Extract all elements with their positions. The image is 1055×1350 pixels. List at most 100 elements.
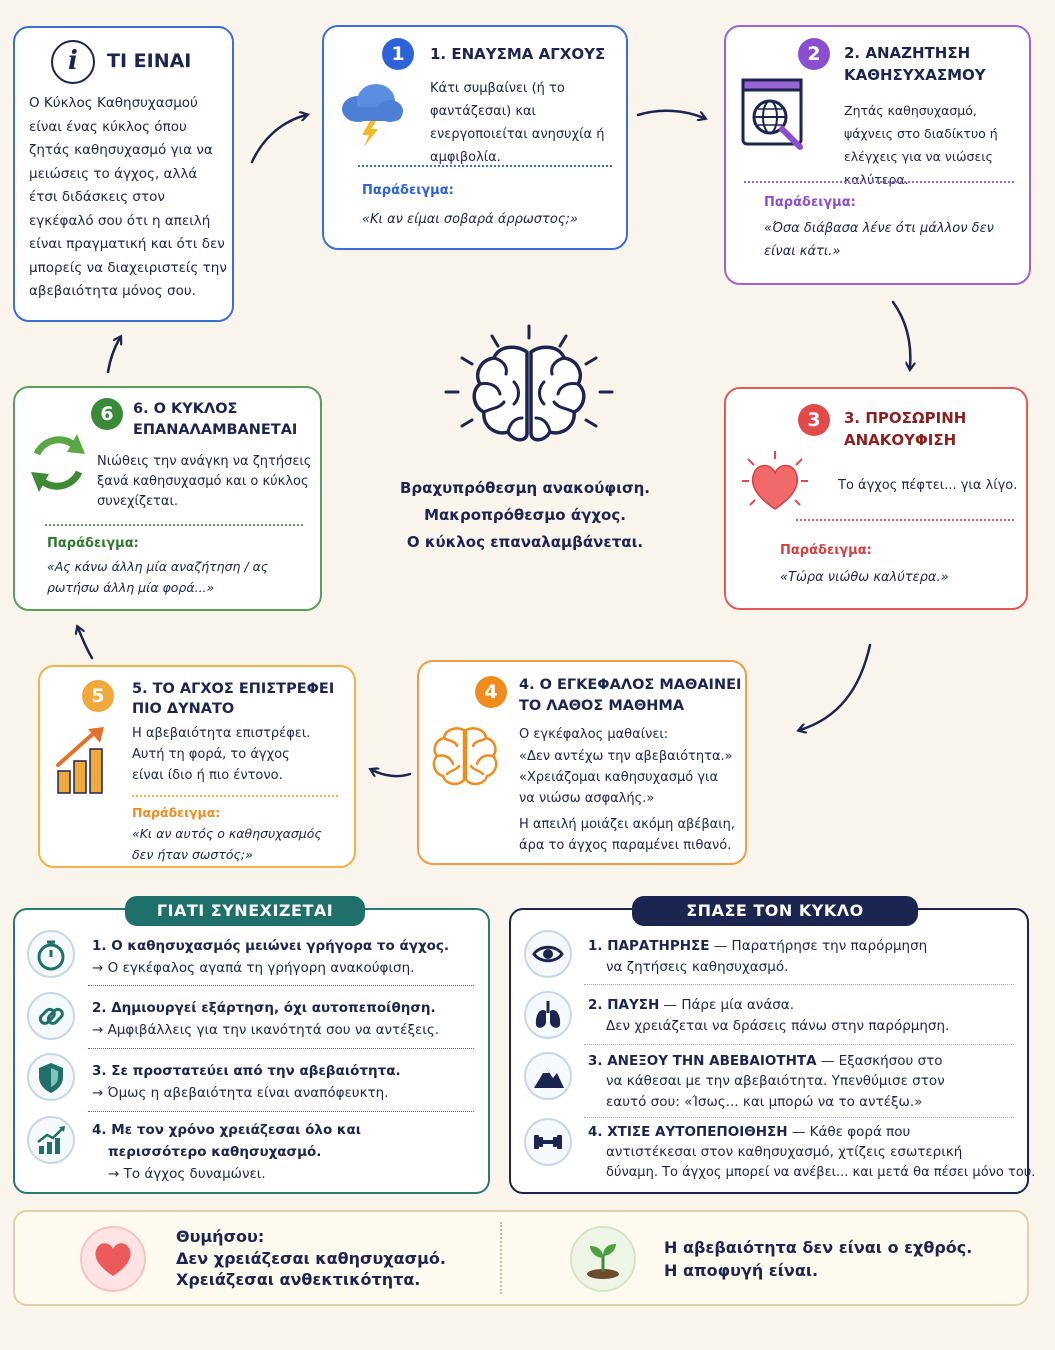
footer-uncertainty-line-2: Η αποφυγή είναι. xyxy=(664,1261,819,1280)
web-search-icon xyxy=(741,78,803,150)
break-item-2-line-1: 2. ΠΑΥΣΗ — Πάρε μία ανάσα. xyxy=(588,994,794,1016)
shield-icon xyxy=(27,1053,75,1101)
why-item-1-sub: → Ο εγκέφαλος αγαπά τη γρήγορη ανακούφισ… xyxy=(92,960,415,976)
step-6-divider xyxy=(45,524,303,526)
break-separator-2 xyxy=(584,1044,1014,1045)
step-4-badge: 4 xyxy=(475,676,507,708)
footer-reminder-line-1: Δεν χρειάζεσαι καθησυχασμό. xyxy=(176,1249,446,1268)
step-1-example: «Κι αν είμαι σοβαρά άρρωστος;» xyxy=(362,212,578,227)
why-item-1-title: 1. Ο καθησυχασμός μειώνει γρήγορα το άγχ… xyxy=(92,938,450,954)
break-item-2-rest: — Πάρε μία ανάσα. xyxy=(659,997,794,1013)
why-item-4-sub: → Το άγχος δυναμώνει. xyxy=(108,1166,266,1182)
mountain-icon xyxy=(524,1052,572,1100)
step-6-badge: 6 xyxy=(91,398,123,430)
footer-uncertainty-line-1: Η αβεβαιότητα δεν είναι ο εχθρός. xyxy=(664,1238,973,1257)
what-is-text: Ο Κύκλος Καθησυχασμού είναι ένας κύκλος … xyxy=(29,95,227,299)
storm-cloud-icon xyxy=(342,84,403,147)
cycle-arrows-icon xyxy=(31,434,85,492)
step-1-title: 1. ΕΝΑΥΣΜΑ ΑΓΧΟΥΣ xyxy=(430,45,606,63)
footer-reminder-label: Θυμήσου: xyxy=(176,1227,265,1246)
lungs-icon xyxy=(524,991,572,1039)
step-6-example-label: Παράδειγμα: xyxy=(47,536,139,551)
step-5-example: «Κι αν αυτός ο καθησυχασμός δεν ήταν σωσ… xyxy=(132,826,322,862)
why-separator-1 xyxy=(88,985,474,986)
step-1-badge: 1 xyxy=(382,38,414,70)
dumbbell-icon xyxy=(524,1118,572,1166)
heart-icon xyxy=(742,451,808,510)
break-item-1-heading: 1. ΠΑΡΑΤΗΡΗΣΕ xyxy=(588,938,710,954)
step-2-text: Ζητάς καθησυχασμό, ψάχνεις στο διαδίκτυο… xyxy=(844,103,998,187)
break-item-4-heading: 4. ΧΤΙΣΕ ΑΥΤΟΠΕΠΟΙΘΗΣΗ xyxy=(588,1124,788,1140)
break-item-4-line-2: αντιστέκεσαι στον καθησυχασμό, χτίζεις ε… xyxy=(606,1144,963,1160)
step-3-example-label: Παράδειγμα: xyxy=(780,543,872,558)
why-separator-2 xyxy=(88,1048,474,1049)
step-1-divider xyxy=(358,165,612,167)
why-item-4-title-2: περισσότερο καθησυχασμό. xyxy=(108,1144,322,1160)
what-is-card: i ΤΙ ΕΙΝΑΙ Ο Κύκλος Καθησυχασμού είναι έ… xyxy=(13,26,234,322)
step-3-text: Το άγχος πέφτει... για λίγο. xyxy=(838,478,1018,493)
center-line-3: Ο κύκλος επαναλαμβάνεται. xyxy=(406,533,644,551)
break-item-4-rest: — Κάθε φορά που xyxy=(787,1124,911,1140)
step-3-divider xyxy=(796,519,1014,521)
step-4-title: 4. Ο ΕΓΚΕΦΑΛΟΣ ΜΑΘΑΙΝΕΙ ΤΟ ΛΑΘΟΣ ΜΑΘΗΜΑ xyxy=(519,677,742,714)
step-6-title: 6. Ο ΚΥΚΛΟΣ ΕΠΑΝΑΛΑΜΒΑΝΕΤΑΙ xyxy=(133,401,298,438)
step-6-card: 6 6. Ο ΚΥΚΛΟΣ ΕΠΑΝΑΛΑΜΒΑΝΕΤΑΙ Νιώθεις τη… xyxy=(13,386,322,611)
footer-divider xyxy=(500,1222,502,1294)
why-continues-header: ΓΙΑΤΙ ΣΥΝΕΧΙΖΕΤΑΙ xyxy=(125,896,365,926)
break-item-4-line-1: 4. ΧΤΙΣΕ ΑΥΤΟΠΕΠΟΙΘΗΣΗ — Κάθε φορά που xyxy=(588,1121,910,1143)
why-item-2-title: 2. Δημιουργεί εξάρτηση, όχι αυτοπεποίθησ… xyxy=(92,1000,436,1016)
what-is-title: ΤΙ ΕΙΝΑΙ xyxy=(107,50,192,72)
why-item-2-sub: → Αμφιβάλλεις για την ικανότητά σου να α… xyxy=(92,1022,440,1038)
footer-heart-icon xyxy=(80,1226,146,1292)
step-4-text-4: Η απειλή μοιάζει ακόμη αβέβαιη, άρα το ά… xyxy=(519,817,735,853)
step-4-text-2: «Δεν αντέχω την αβεβαιότητα.» xyxy=(519,749,733,764)
step-3-badge: 3 xyxy=(798,404,830,436)
break-item-1-line-1: 1. ΠΑΡΑΤΗΡΗΣΕ — Παρατήρησε την παρόρμηση xyxy=(588,935,927,957)
step-2-title: 2. ΑΝΑΖΗΤΗΣΗ ΚΑΘΗΣΥΧΑΣΜΟΥ xyxy=(844,44,986,84)
step-3-example: «Τώρα νιώθω καλύτερα.» xyxy=(780,570,949,585)
why-item-3-title: 3. Σε προστατεύει από την αβεβαιότητα. xyxy=(92,1063,401,1079)
step-4-text-1: Ο εγκέφαλος μαθαίνει: xyxy=(519,727,669,742)
step-4-text-3: «Χρειάζομαι καθησυχασμό για να νιώσω ασφ… xyxy=(519,770,719,806)
growth-chart-icon xyxy=(27,1116,75,1164)
step-5-text: Η αβεβαιότητα επιστρέφει. Αυτή τη φορά, … xyxy=(132,726,311,783)
center-line-1: Βραχυπρόθεσμη ανακούφιση. xyxy=(399,479,651,497)
break-item-3-heading: 3. ΑΝΕΞΟΥ ΤΗΝ ΑΒΕΒΑΙΟΤΗΤΑ xyxy=(588,1053,817,1069)
step-2-divider xyxy=(744,181,1014,183)
stopwatch-icon xyxy=(27,930,75,978)
why-item-3-sub: → Όμως η αβεβαιότητα είναι αναπόφευκτη. xyxy=(92,1085,389,1101)
sprout-icon xyxy=(570,1226,636,1292)
why-item-4-title: 4. Με τον χρόνο χρειάζεσαι όλο και xyxy=(92,1122,362,1138)
step-4-card: 4 4. Ο ΕΓΚΕΦΑΛΟΣ ΜΑΘΑΙΝΕΙ ΤΟ ΛΑΘΟΣ ΜΑΘΗΜ… xyxy=(417,660,747,865)
why-continues-panel xyxy=(13,908,490,1194)
break-item-3-line-2: να κάθεσαι με την αβεβαιότητα. Υπενθύμισ… xyxy=(606,1073,945,1089)
break-item-1-rest: — Παρατήρησε την παρόρμηση xyxy=(709,938,928,954)
step-2-example: «Όσα διάβασα λένε ότι μάλλον δεν είναι κ… xyxy=(764,221,994,259)
break-item-3-rest: — Εξασκήσου στο xyxy=(816,1053,943,1069)
why-separator-3 xyxy=(88,1111,474,1112)
break-item-3-line-1: 3. ΑΝΕΞΟΥ ΤΗΝ ΑΒΕΒΑΙΟΤΗΤΑ — Εξασκήσου στ… xyxy=(588,1050,943,1072)
brain-icon xyxy=(444,324,614,442)
step-5-example-label: Παράδειγμα: xyxy=(132,805,221,820)
break-cycle-panel xyxy=(509,908,1029,1194)
break-item-4-line-3: δύναμη. Το άγχος μπορεί να ανέβει... και… xyxy=(606,1165,1036,1180)
step-2-example-label: Παράδειγμα: xyxy=(764,195,856,210)
step-1-example-label: Παράδειγμα: xyxy=(362,183,454,198)
step-5-divider xyxy=(132,795,338,797)
info-icon: i xyxy=(51,40,95,84)
step-6-text: Νιώθεις την ανάγκη να ζητήσεις ξανά καθη… xyxy=(97,454,312,509)
step-1-text: Κάτι συμβαίνει (ή το φαντάζεσαι) και ενε… xyxy=(430,81,605,165)
step-3-title: 3. ΠΡΟΣΩΡΙΝΗ ΑΝΑΚΟΥΦΙΣΗ xyxy=(844,409,967,449)
break-separator-3 xyxy=(584,1117,1014,1118)
step-5-card: 5 5. ΤΟ ΑΓΧΟΣ ΕΠΙΣΤΡΕΦΕΙ ΠΙΟ ΔΥΝΑΤΟ Η αβ… xyxy=(38,665,356,868)
step-6-example: «Ας κάνω άλλη μία αναζήτηση / ας ρωτήσω … xyxy=(47,559,269,595)
step-5-title: 5. ΤΟ ΑΓΧΟΣ ΕΠΙΣΤΡΕΦΕΙ ΠΙΟ ΔΥΝΑΤΟ xyxy=(132,681,335,717)
eye-icon xyxy=(524,930,572,978)
brain-outline-icon xyxy=(432,727,498,786)
step-2-card: 2 2. ΑΝΑΖΗΤΗΣΗ ΚΑΘΗΣΥΧΑΣΜΟΥ Ζητάς καθησυ… xyxy=(724,25,1031,285)
step-1-card: 1 1. ΕΝΑΥΣΜΑ ΑΓΧΟΥΣ Κάτι συμβαίνει (ή το… xyxy=(322,25,628,250)
step-3-card: 3 3. ΠΡΟΣΩΡΙΝΗ ΑΝΑΚΟΥΦΙΣΗ Το άγχος πέφτε… xyxy=(724,387,1028,610)
center-line-2: Μακροπρόθεσμο άγχος. xyxy=(424,506,626,524)
chain-link-icon xyxy=(27,992,75,1040)
break-item-2-heading: 2. ΠΑΥΣΗ xyxy=(588,997,660,1013)
